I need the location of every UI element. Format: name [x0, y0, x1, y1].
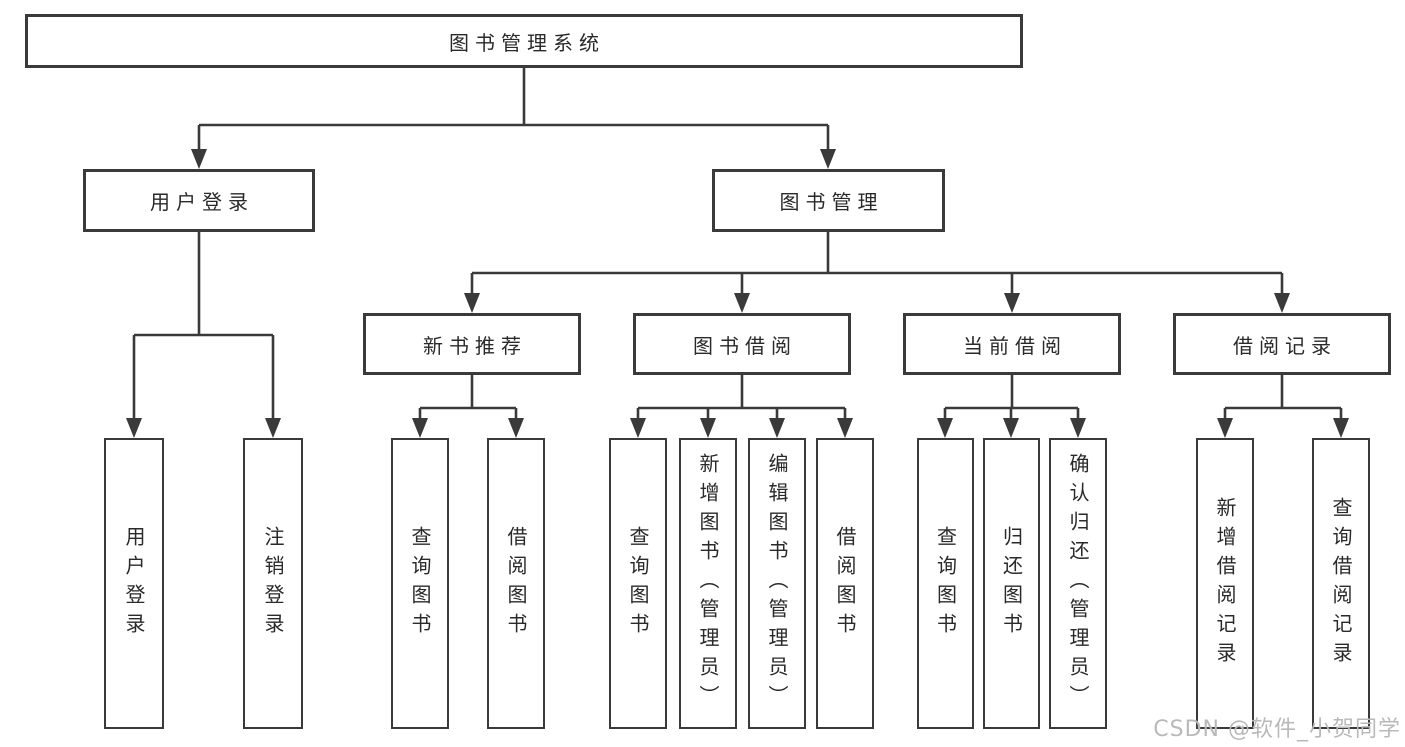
leaf-edit-book-admin: 编辑图书（管理员） — [748, 438, 806, 729]
leaf-query-books-recommendation: 查询图书 — [391, 438, 449, 729]
leaf-return-books: 归还图书 — [983, 438, 1040, 729]
node-new-book-recommendation: 新书推荐 — [363, 313, 581, 375]
leaf-logout: 注销登录 — [243, 438, 303, 729]
node-user-login: 用户登录 — [83, 169, 315, 232]
leaf-query-books-current: 查询图书 — [917, 438, 974, 729]
arrowhead-icons — [126, 149, 1349, 438]
node-current-borrowing: 当前借阅 — [903, 313, 1121, 375]
node-book-borrowing: 图书借阅 — [633, 313, 851, 375]
leaf-borrow-books-borrowing: 借阅图书 — [816, 438, 874, 729]
csdn-watermark: CSDN @软件_小贺同学 — [1153, 717, 1401, 742]
leaf-query-borrow-record: 查询借阅记录 — [1312, 438, 1370, 729]
node-book-management: 图书管理 — [712, 169, 945, 232]
node-borrowing-records: 借阅记录 — [1173, 313, 1391, 375]
leaf-user-login: 用户登录 — [104, 438, 164, 729]
leaf-confirm-return-admin: 确认归还（管理员） — [1049, 438, 1107, 729]
leaf-borrow-books-recommendation: 借阅图书 — [487, 438, 545, 729]
leaf-query-books-borrowing: 查询图书 — [609, 438, 667, 729]
node-library-system: 图书管理系统 — [25, 14, 1023, 68]
leaf-add-borrow-record: 新增借阅记录 — [1196, 438, 1254, 729]
leaf-add-book-admin: 新增图书（管理员） — [679, 438, 737, 729]
connector-lines — [132, 68, 1343, 420]
